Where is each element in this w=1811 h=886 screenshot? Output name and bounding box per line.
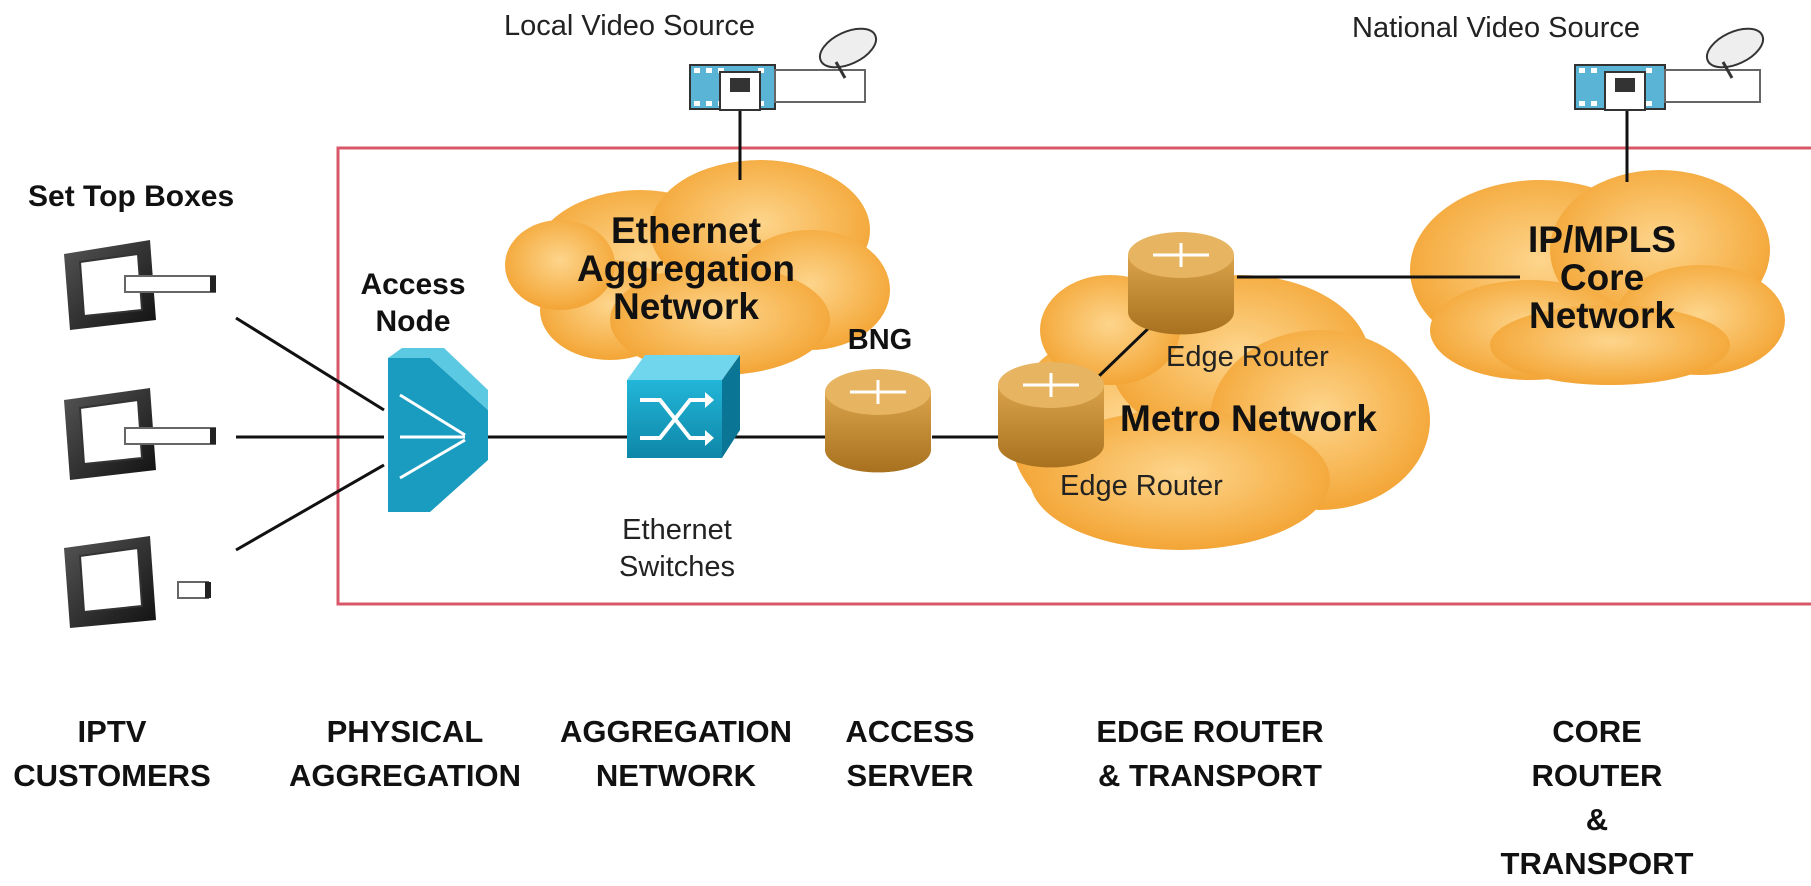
- tier-access-server-line2: SERVER: [846, 758, 974, 793]
- core-network-cloud: [1410, 170, 1785, 385]
- ethernet-aggregation-line1: Ethernet: [610, 210, 762, 251]
- tier-physical-aggregation: PHYSICAL AGGREGATION: [289, 710, 521, 798]
- access-node-icon: [388, 348, 488, 512]
- set-top-box-2: [64, 388, 216, 480]
- network-diagram: [64, 27, 1811, 628]
- tier-edge-router-transport: EDGE ROUTER & TRANSPORT: [1096, 710, 1323, 798]
- access-node-label-line1: Access: [360, 268, 466, 301]
- tier-aggregation-network-line1: AGGREGATION: [560, 714, 792, 749]
- local-video-source-icon: [689, 27, 878, 111]
- tier-iptv-customers-line1: IPTV: [77, 714, 147, 749]
- access-node-label-line2: Node: [375, 305, 451, 338]
- tier-core-router-transport-line2: & TRANSPORT: [1500, 802, 1694, 881]
- ethernet-aggregation-line2: Aggregation: [577, 248, 795, 289]
- tier-physical-aggregation-line1: PHYSICAL: [326, 714, 484, 749]
- ethernet-switches-label: Ethernet Switches: [619, 512, 735, 586]
- edge-router-top-icon: [1128, 232, 1234, 335]
- set-top-box-1: [64, 240, 216, 330]
- ethernet-aggregation-cloud-label: Ethernet Aggregation Network: [577, 212, 795, 326]
- ethernet-aggregation-line3: Network: [613, 286, 759, 327]
- metro-network-label: Metro Network: [1120, 398, 1377, 439]
- ethernet-switches-label-line2: Switches: [618, 551, 736, 583]
- tier-iptv-customers: IPTV CUSTOMERS: [13, 710, 211, 798]
- bng-router-icon: [825, 369, 931, 473]
- core-network-line2: Core: [1559, 257, 1645, 298]
- access-node-label: Access Node: [360, 266, 465, 340]
- tier-aggregation-network: AGGREGATION NETWORK: [560, 710, 792, 798]
- set-top-boxes-title: Set Top Boxes: [28, 180, 235, 213]
- core-network-cloud-label: IP/MPLS Core Network: [1528, 221, 1676, 335]
- national-video-source-icon: [1574, 27, 1765, 111]
- tier-core-router-transport-line1: CORE ROUTER: [1531, 714, 1663, 793]
- network-boundary: [336, 146, 1811, 606]
- tier-edge-router-transport-line1: EDGE ROUTER: [1096, 714, 1324, 749]
- links: [235, 110, 1629, 552]
- edge-router-top-label: Edge Router: [1166, 341, 1329, 373]
- tier-core-router-transport: CORE ROUTER & TRANSPORT: [1490, 710, 1704, 886]
- tier-edge-router-transport-line2: & TRANSPORT: [1098, 758, 1322, 793]
- core-network-line3: Network: [1529, 295, 1675, 336]
- tier-aggregation-network-line2: NETWORK: [595, 758, 757, 793]
- core-network-line1: IP/MPLS: [1527, 219, 1677, 260]
- edge-router-bottom-label: Edge Router: [1060, 470, 1223, 502]
- ethernet-switch-icon: [627, 355, 740, 458]
- tier-access-server-line1: ACCESS: [845, 714, 975, 749]
- bng-label: BNG: [847, 324, 913, 356]
- edge-router-bottom-icon: [998, 362, 1104, 468]
- national-video-source-label: National Video Source: [1352, 12, 1641, 44]
- tier-access-server: ACCESS SERVER: [845, 710, 974, 798]
- tier-physical-aggregation-line2: AGGREGATION: [289, 758, 521, 793]
- tier-iptv-customers-line2: CUSTOMERS: [13, 758, 211, 793]
- set-top-box-3: [64, 536, 211, 628]
- local-video-source-label: Local Video Source: [504, 10, 755, 42]
- ethernet-switches-label-line1: Ethernet: [622, 514, 732, 546]
- ethernet-aggregation-cloud: [505, 160, 890, 375]
